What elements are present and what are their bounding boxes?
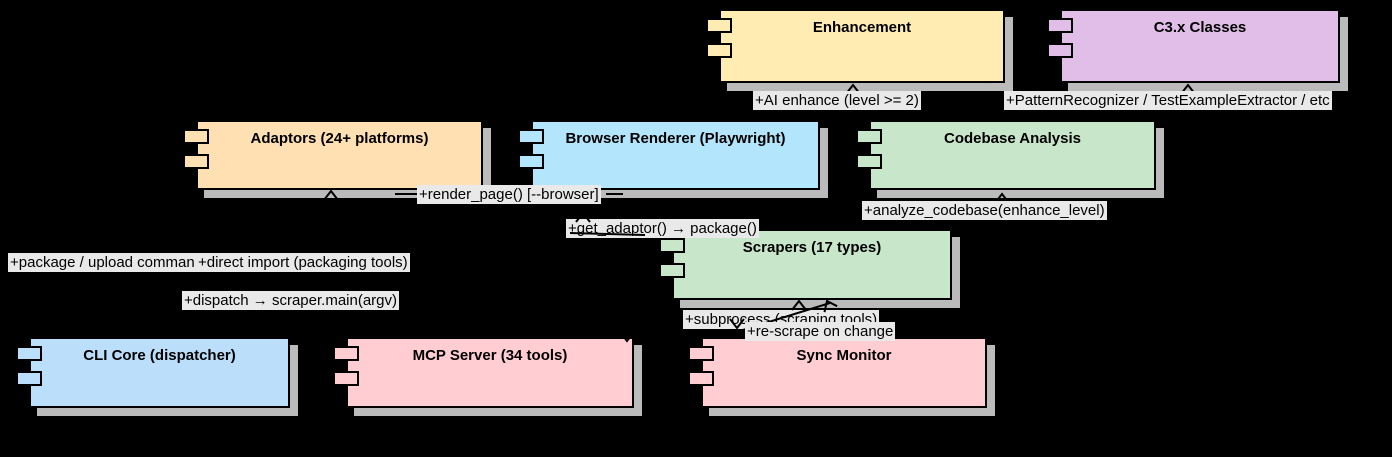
component-title: Codebase Analysis <box>944 130 1081 147</box>
edge-label-analyze-codebase: +analyze_codebase(enhance_level) <box>862 201 1107 220</box>
component-adaptors: Adaptors (24+ platforms) <box>183 120 491 198</box>
component-mcp-server: MCP Server (34 tools) <box>333 337 642 416</box>
component-port-icon <box>1047 43 1073 58</box>
component-port-icon <box>518 129 544 144</box>
edge-label-pattern-recognizer: +PatternRecognizer / TestExampleExtracto… <box>1004 91 1332 110</box>
component-port-icon <box>856 129 882 144</box>
edge-label-direct-import: +direct import (packaging tools) <box>196 253 410 272</box>
component-port-icon <box>1047 18 1073 33</box>
component-title: CLI Core (dispatcher) <box>83 347 236 364</box>
edge-label-dispatch: +dispatch → scraper.main(argv) <box>182 291 400 310</box>
component-body: MCP Server (34 tools) <box>333 337 634 408</box>
component-cli-core: CLI Core (dispatcher) <box>16 337 298 416</box>
component-title: C3.x Classes <box>1153 19 1247 36</box>
component-codebase-analysis: Codebase Analysis <box>856 120 1164 198</box>
component-body: Scrapers (17 types) <box>659 229 952 300</box>
component-sync-monitor: Sync Monitor <box>688 337 995 416</box>
component-body: C3.x Classes <box>1047 9 1340 83</box>
edge-label-get-adaptor: +get_adaptor() → package() <box>566 219 759 238</box>
component-port-icon <box>183 129 209 144</box>
component-port-icon <box>706 43 732 58</box>
component-port-icon <box>659 238 685 253</box>
component-enhancement: Enhancement <box>706 9 1013 91</box>
component-title: Enhancement <box>812 19 912 36</box>
component-port-icon <box>16 346 42 361</box>
component-port-icon <box>183 154 209 169</box>
component-port-icon <box>706 18 732 33</box>
edge-label-ai-enhance: +AI enhance (level >= 2) <box>753 91 921 110</box>
edge-label-package-upload: +package / upload comman <box>8 253 197 272</box>
component-browser-renderer: Browser Renderer (Playwright) <box>518 120 828 198</box>
component-port-icon <box>688 371 714 386</box>
component-port-icon <box>659 263 685 278</box>
component-title: Sync Monitor <box>796 347 892 364</box>
component-title: Scrapers (17 types) <box>742 239 882 256</box>
component-title: Browser Renderer (Playwright) <box>565 130 786 147</box>
component-body: CLI Core (dispatcher) <box>16 337 290 408</box>
component-port-icon <box>16 371 42 386</box>
component-port-icon <box>856 154 882 169</box>
component-port-icon <box>333 346 359 361</box>
component-title: MCP Server (34 tools) <box>412 347 568 364</box>
component-body: Adaptors (24+ platforms) <box>183 120 483 190</box>
component-port-icon <box>518 154 544 169</box>
component-scrapers: Scrapers (17 types) <box>659 229 960 308</box>
component-port-icon <box>688 346 714 361</box>
component-body: Codebase Analysis <box>856 120 1156 190</box>
component-body: Enhancement <box>706 9 1005 83</box>
component-title: Adaptors (24+ platforms) <box>250 130 429 147</box>
component-body: Browser Renderer (Playwright) <box>518 120 820 190</box>
component-port-icon <box>333 371 359 386</box>
edge-label-render-page: +render_page() [--browser] <box>417 185 601 204</box>
edge-label-re-scrape: +re-scrape on change <box>745 322 896 341</box>
component-c3x-classes: C3.x Classes <box>1047 9 1348 91</box>
component-body: Sync Monitor <box>688 337 987 408</box>
